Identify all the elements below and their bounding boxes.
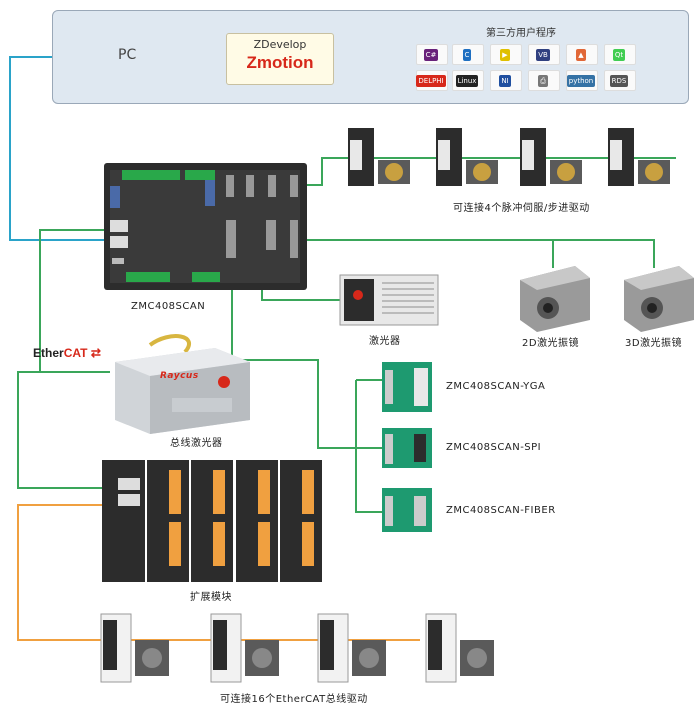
servo-unit [608,128,670,186]
laser-label: 激光器 [369,336,401,347]
spi-label: ZMC408SCAN-SPI [446,442,542,453]
cplusplus-icon: C [452,44,484,65]
yga-label: ZMC408SCAN-YGA [446,381,546,392]
ethercat-drives-label: 可连接16个EtherCAT总线驱动 [220,694,368,705]
servo-unit [520,128,582,186]
csharp-icon: C# [416,44,448,65]
rds-icon: RDS [604,70,636,91]
vb-icon: VB [528,44,560,65]
delphi-icon: DELPHI [416,70,448,91]
qt-icon: Qt [604,44,636,65]
zdevelop-name: ZDevelop [253,38,307,51]
expansion-module [236,460,278,582]
ni-icon: NI [490,70,522,91]
fiber-label: ZMC408SCAN-FIBER [446,505,556,516]
ethercat-suffix: CAT [63,346,88,360]
rds-icon-label: RDS [609,74,629,87]
linux-icon: Linux [452,70,484,91]
ethercat-servo-unit [425,613,494,683]
galvo-3d-label: 3D激光振镜 [625,338,683,349]
servo-unit [348,128,410,186]
zmotion-brand: Zmotion [246,53,314,72]
ethercat-logo: EtherCAT ⇄ [33,346,101,360]
zdevelop-logo: ZDevelop Zmotion [226,33,334,85]
galvo-2d-label: 2D激光振镜 [522,338,580,349]
ethercat-servo-unit [100,613,169,683]
csharp-icon-label: C# [423,48,439,61]
ethercat-arrows-icon: ⇄ [90,346,101,360]
python-icon: python [566,70,598,91]
labview-icon: ▶ [490,44,522,65]
ethercat-servo-unit [317,613,386,683]
vb-icon-label: VB [536,48,550,61]
linux-icon-label: Linux [455,74,479,87]
matlab-icon: ▲ [566,44,598,65]
expansion-label: 扩展模块 [190,592,232,603]
delphi-icon-label: DELPHI [416,74,446,87]
matlab-icon-label: ▲ [576,48,586,61]
servo-label: 可连接4个脉冲伺服/步进驱动 [453,203,590,214]
controller-label: ZMC408SCAN [131,301,206,312]
expansion-module [147,460,189,582]
expansion-module [280,460,322,582]
cplusplus-icon-label: C [462,48,472,61]
ethercat-prefix: Ether [33,346,64,360]
printer-icon: ⎙ [528,70,560,91]
servo-unit [436,128,498,186]
printer-icon-label: ⎙ [538,74,548,87]
qt-icon-label: Qt [612,48,626,61]
ni-icon-label: NI [499,74,511,87]
raycus-brand: Raycus [160,371,199,381]
ethercat-servo-unit [210,613,279,683]
software-title: 第三方用户程序 [486,28,556,39]
python-icon-label: python [566,74,596,87]
bus-laser-label: 总线激光器 [170,438,223,449]
pc-label: PC [118,47,137,63]
expansion-module [191,460,233,582]
labview-icon-label: ▶ [500,48,510,61]
